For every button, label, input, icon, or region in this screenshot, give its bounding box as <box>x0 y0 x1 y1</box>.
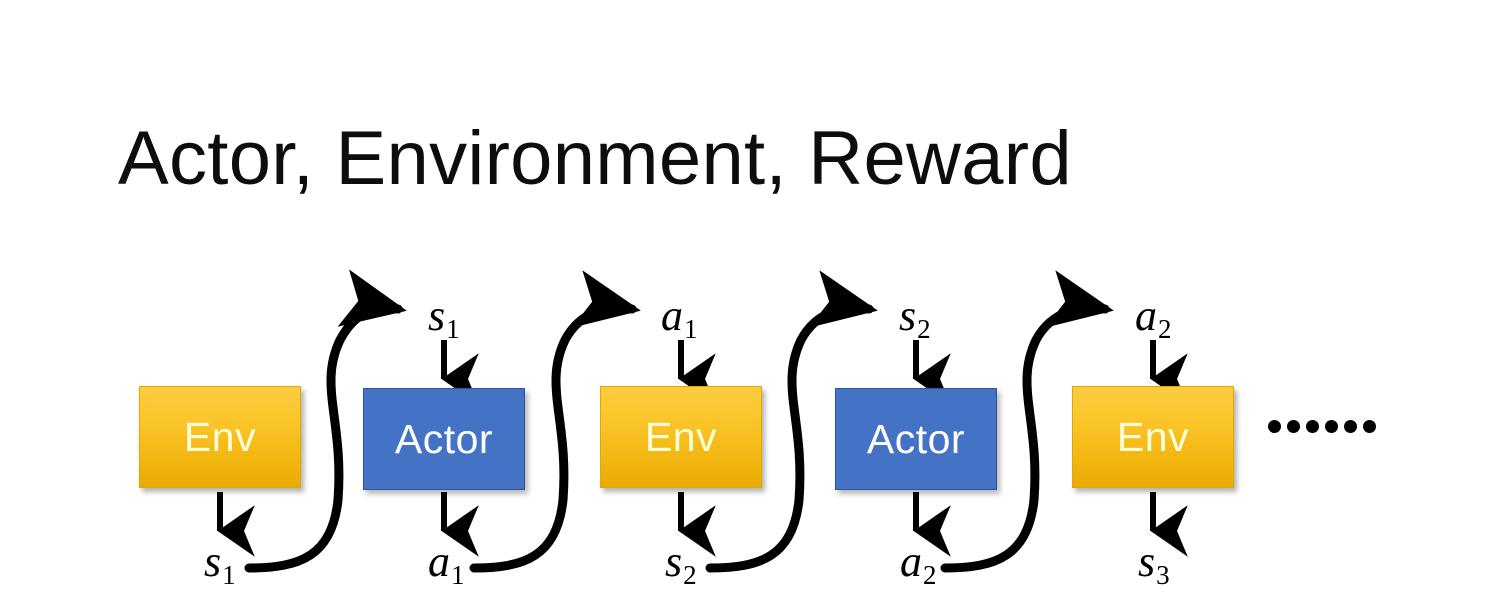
label-symbol: a <box>1135 291 1157 340</box>
ellipsis-dot <box>1268 420 1281 433</box>
node-actor-2[interactable]: Actor <box>835 388 997 490</box>
label-bottom-a2: a2 <box>900 540 937 589</box>
label-subscript: 1 <box>446 314 460 345</box>
page-title: Actor, Environment, Reward <box>118 116 1072 201</box>
label-subscript: 3 <box>1156 560 1170 591</box>
continuation-ellipsis <box>1268 420 1376 433</box>
ellipsis-dot <box>1325 420 1338 433</box>
ellipsis-dot <box>1306 420 1319 433</box>
label-bottom-a1: a1 <box>428 540 465 589</box>
label-symbol: a <box>900 537 922 586</box>
label-subscript: 2 <box>923 560 937 591</box>
ellipsis-dot <box>1344 420 1357 433</box>
label-top-s1: s1 <box>428 294 460 343</box>
label-subscript: 2 <box>683 560 697 591</box>
node-env-3[interactable]: Env <box>1072 386 1234 488</box>
label-bottom-s3: s3 <box>1138 540 1170 589</box>
label-symbol: s <box>428 291 446 340</box>
label-symbol: s <box>204 537 222 586</box>
label-top-s2: s2 <box>899 294 931 343</box>
label-subscript: 1 <box>222 560 236 591</box>
label-symbol: s <box>1138 537 1156 586</box>
label-symbol: s <box>899 291 917 340</box>
node-env-2[interactable]: Env <box>600 386 762 488</box>
label-bottom-s1: s1 <box>204 540 236 589</box>
label-symbol: a <box>661 291 683 340</box>
label-symbol: s <box>665 537 683 586</box>
label-top-a1: a1 <box>661 294 698 343</box>
label-subscript: 1 <box>684 314 698 345</box>
ellipsis-dot <box>1287 420 1300 433</box>
ellipsis-dot <box>1363 420 1376 433</box>
label-bottom-s2: s2 <box>665 540 697 589</box>
label-top-a2: a2 <box>1135 294 1172 343</box>
node-actor-1[interactable]: Actor <box>363 388 525 490</box>
label-subscript: 1 <box>451 560 465 591</box>
label-subscript: 2 <box>1158 314 1172 345</box>
label-subscript: 2 <box>917 314 931 345</box>
node-env-1[interactable]: Env <box>139 386 301 488</box>
label-symbol: a <box>428 537 450 586</box>
